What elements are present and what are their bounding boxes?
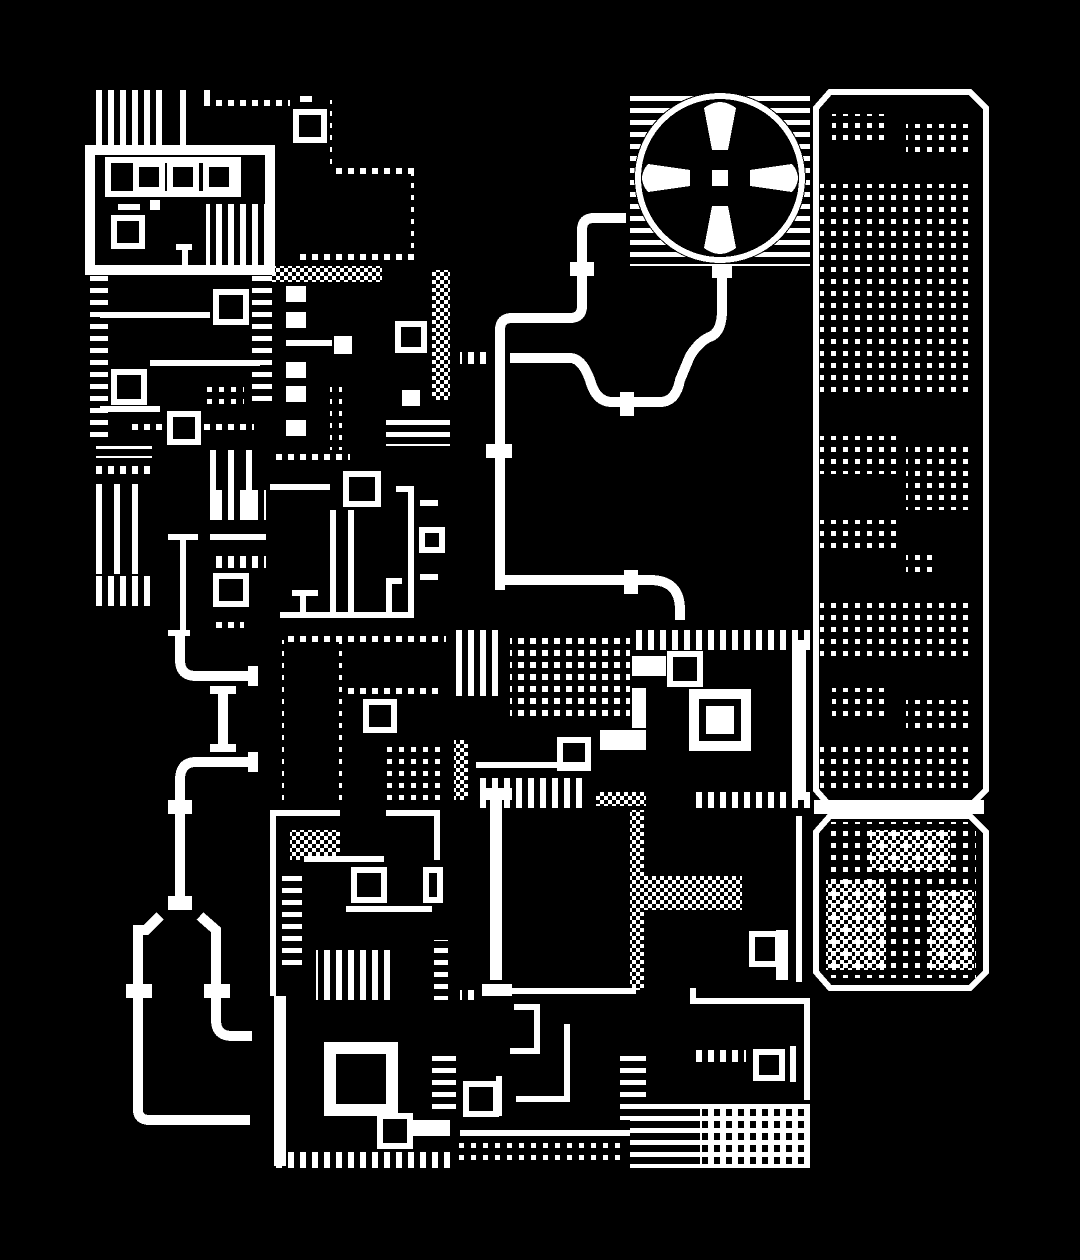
center-middle-circuit-block (282, 630, 810, 994)
ventilation-fan (630, 90, 810, 266)
bottom-circuit-block (274, 988, 810, 1168)
center-left-circuit-block (270, 100, 450, 618)
lower-left-maze-block (270, 810, 480, 1000)
pipes (126, 213, 732, 1125)
dither-panel (813, 813, 989, 991)
dot-matrix-panel (813, 89, 989, 814)
left-top-circuit-block (85, 90, 312, 636)
